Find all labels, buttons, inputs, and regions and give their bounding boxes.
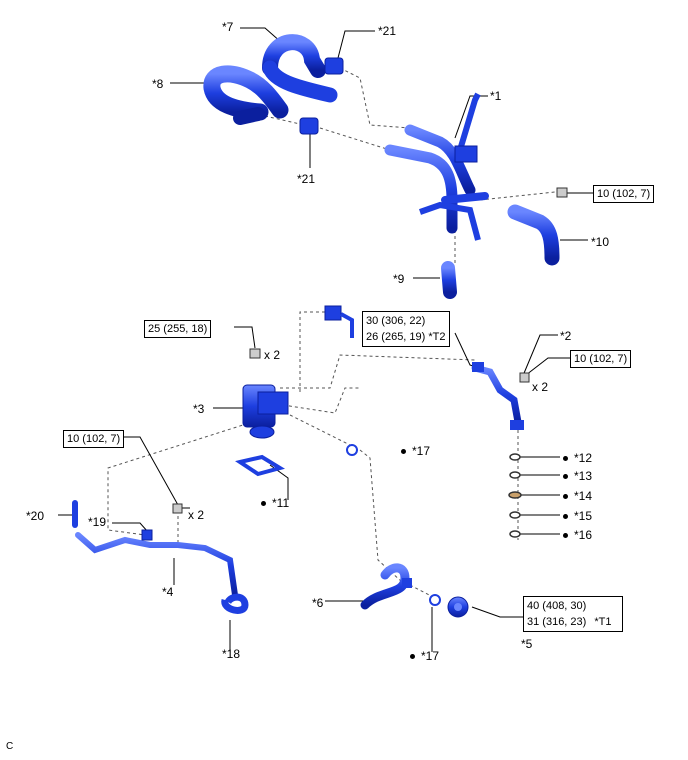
part-2-water-bypass-pipe (471, 362, 524, 430)
part-sensor-connector (324, 305, 354, 338)
torque-line-2-value: 31 (316, 23) (527, 616, 587, 628)
torque-box-bolt-top: 10 (102, 7) (593, 185, 655, 203)
callout-17-upper-text: *17 (412, 444, 431, 458)
callout-7: *7 (222, 20, 234, 34)
callout-11: *11 (261, 496, 289, 510)
callout-1: *1 (490, 89, 502, 103)
leader-lines (58, 27, 593, 652)
torque-line-2: 26 (265, 19) *T2 (366, 331, 446, 343)
callout-13: *13 (563, 469, 592, 483)
new-part-bullet (563, 514, 568, 520)
part-4-water-pipe (75, 532, 249, 614)
callout-10: *10 (591, 235, 610, 249)
qty-nut: x 2 (264, 348, 281, 362)
torque-box-nut: 25 (255, 18) (144, 320, 212, 338)
new-part-bullet (563, 474, 568, 480)
part-17-o-ring-b (429, 594, 441, 606)
torque-box-bolt-right: 10 (102, 7) (570, 350, 632, 368)
callout-17-lower: *17 (410, 649, 439, 663)
part-6-hose (360, 563, 412, 610)
torque-box-bolt-left: 10 (102, 7) (63, 430, 125, 448)
part-3-water-inlet-housing (242, 384, 289, 439)
callout-20: *20 (26, 509, 45, 523)
new-part-bullet (401, 449, 406, 455)
bolt-left (172, 503, 183, 514)
callout-11-text: *11 (272, 496, 290, 510)
part-5-drain-plug (447, 596, 469, 618)
part-11-gasket (235, 454, 285, 477)
part-10-hose (507, 204, 560, 266)
bolt-right (519, 372, 530, 383)
bolt-top (556, 187, 568, 198)
part-21-clamp-upper (324, 57, 344, 75)
qty-bolt-left: x 2 (188, 508, 205, 522)
callout-8: *8 (152, 77, 164, 91)
callout-17-upper: *17 (401, 444, 430, 458)
new-part-bullet (563, 456, 568, 462)
assembly-guide-lines (107, 67, 556, 599)
callout-13-text: *13 (574, 469, 593, 483)
nut-x2 (249, 348, 261, 359)
new-part-bullet (563, 533, 568, 539)
callout-3: *3 (193, 402, 205, 416)
new-part-bullet (563, 494, 568, 500)
part-1-water-pipe (384, 92, 489, 241)
callout-14-text: *14 (574, 489, 593, 503)
torque-line-1: 40 (408, 30) (527, 600, 587, 612)
washers-12-16 (508, 453, 522, 538)
torque-box-drain-plug: 40 (408, 30) 31 (316, 23) *T1 (523, 596, 623, 632)
callout-5: *5 (521, 637, 533, 651)
callout-14: *14 (563, 489, 592, 503)
callout-9: *9 (393, 272, 405, 286)
callout-16-text: *16 (574, 528, 593, 542)
callout-16: *16 (563, 528, 592, 542)
qty-bolt-right: x 2 (532, 380, 549, 394)
callout-12: *12 (563, 451, 592, 465)
callout-19: *19 (88, 515, 107, 529)
callout-2: *2 (560, 329, 572, 343)
new-part-bullet (261, 501, 266, 507)
part-17-o-ring-a (346, 444, 358, 456)
callout-17-lower-text: *17 (421, 649, 440, 663)
part-8-hose (203, 65, 289, 125)
callout-4: *4 (162, 585, 174, 599)
part-21-clamp-lower (299, 117, 319, 135)
callout-15: *15 (563, 509, 592, 523)
new-part-bullet (410, 654, 415, 660)
callout-21-upper: *21 (378, 24, 397, 38)
part-19-clamp (141, 529, 153, 541)
figure-code: C (6, 741, 14, 752)
torque-line-2: 31 (316, 23) *T1 (527, 614, 619, 630)
callout-12-text: *12 (574, 451, 593, 465)
part-7-hose (262, 34, 338, 103)
torque-note-t1: *T1 (594, 616, 612, 628)
torque-line-1: 30 (306, 22) (366, 315, 426, 327)
torque-box-bypass-pipe: 30 (306, 22) 26 (265, 19) *T2 (362, 311, 450, 347)
callout-18: *18 (222, 647, 241, 661)
callout-15-text: *15 (574, 509, 593, 523)
callout-21-lower: *21 (297, 172, 316, 186)
part-9-hose (441, 261, 457, 299)
callout-6: *6 (312, 596, 324, 610)
